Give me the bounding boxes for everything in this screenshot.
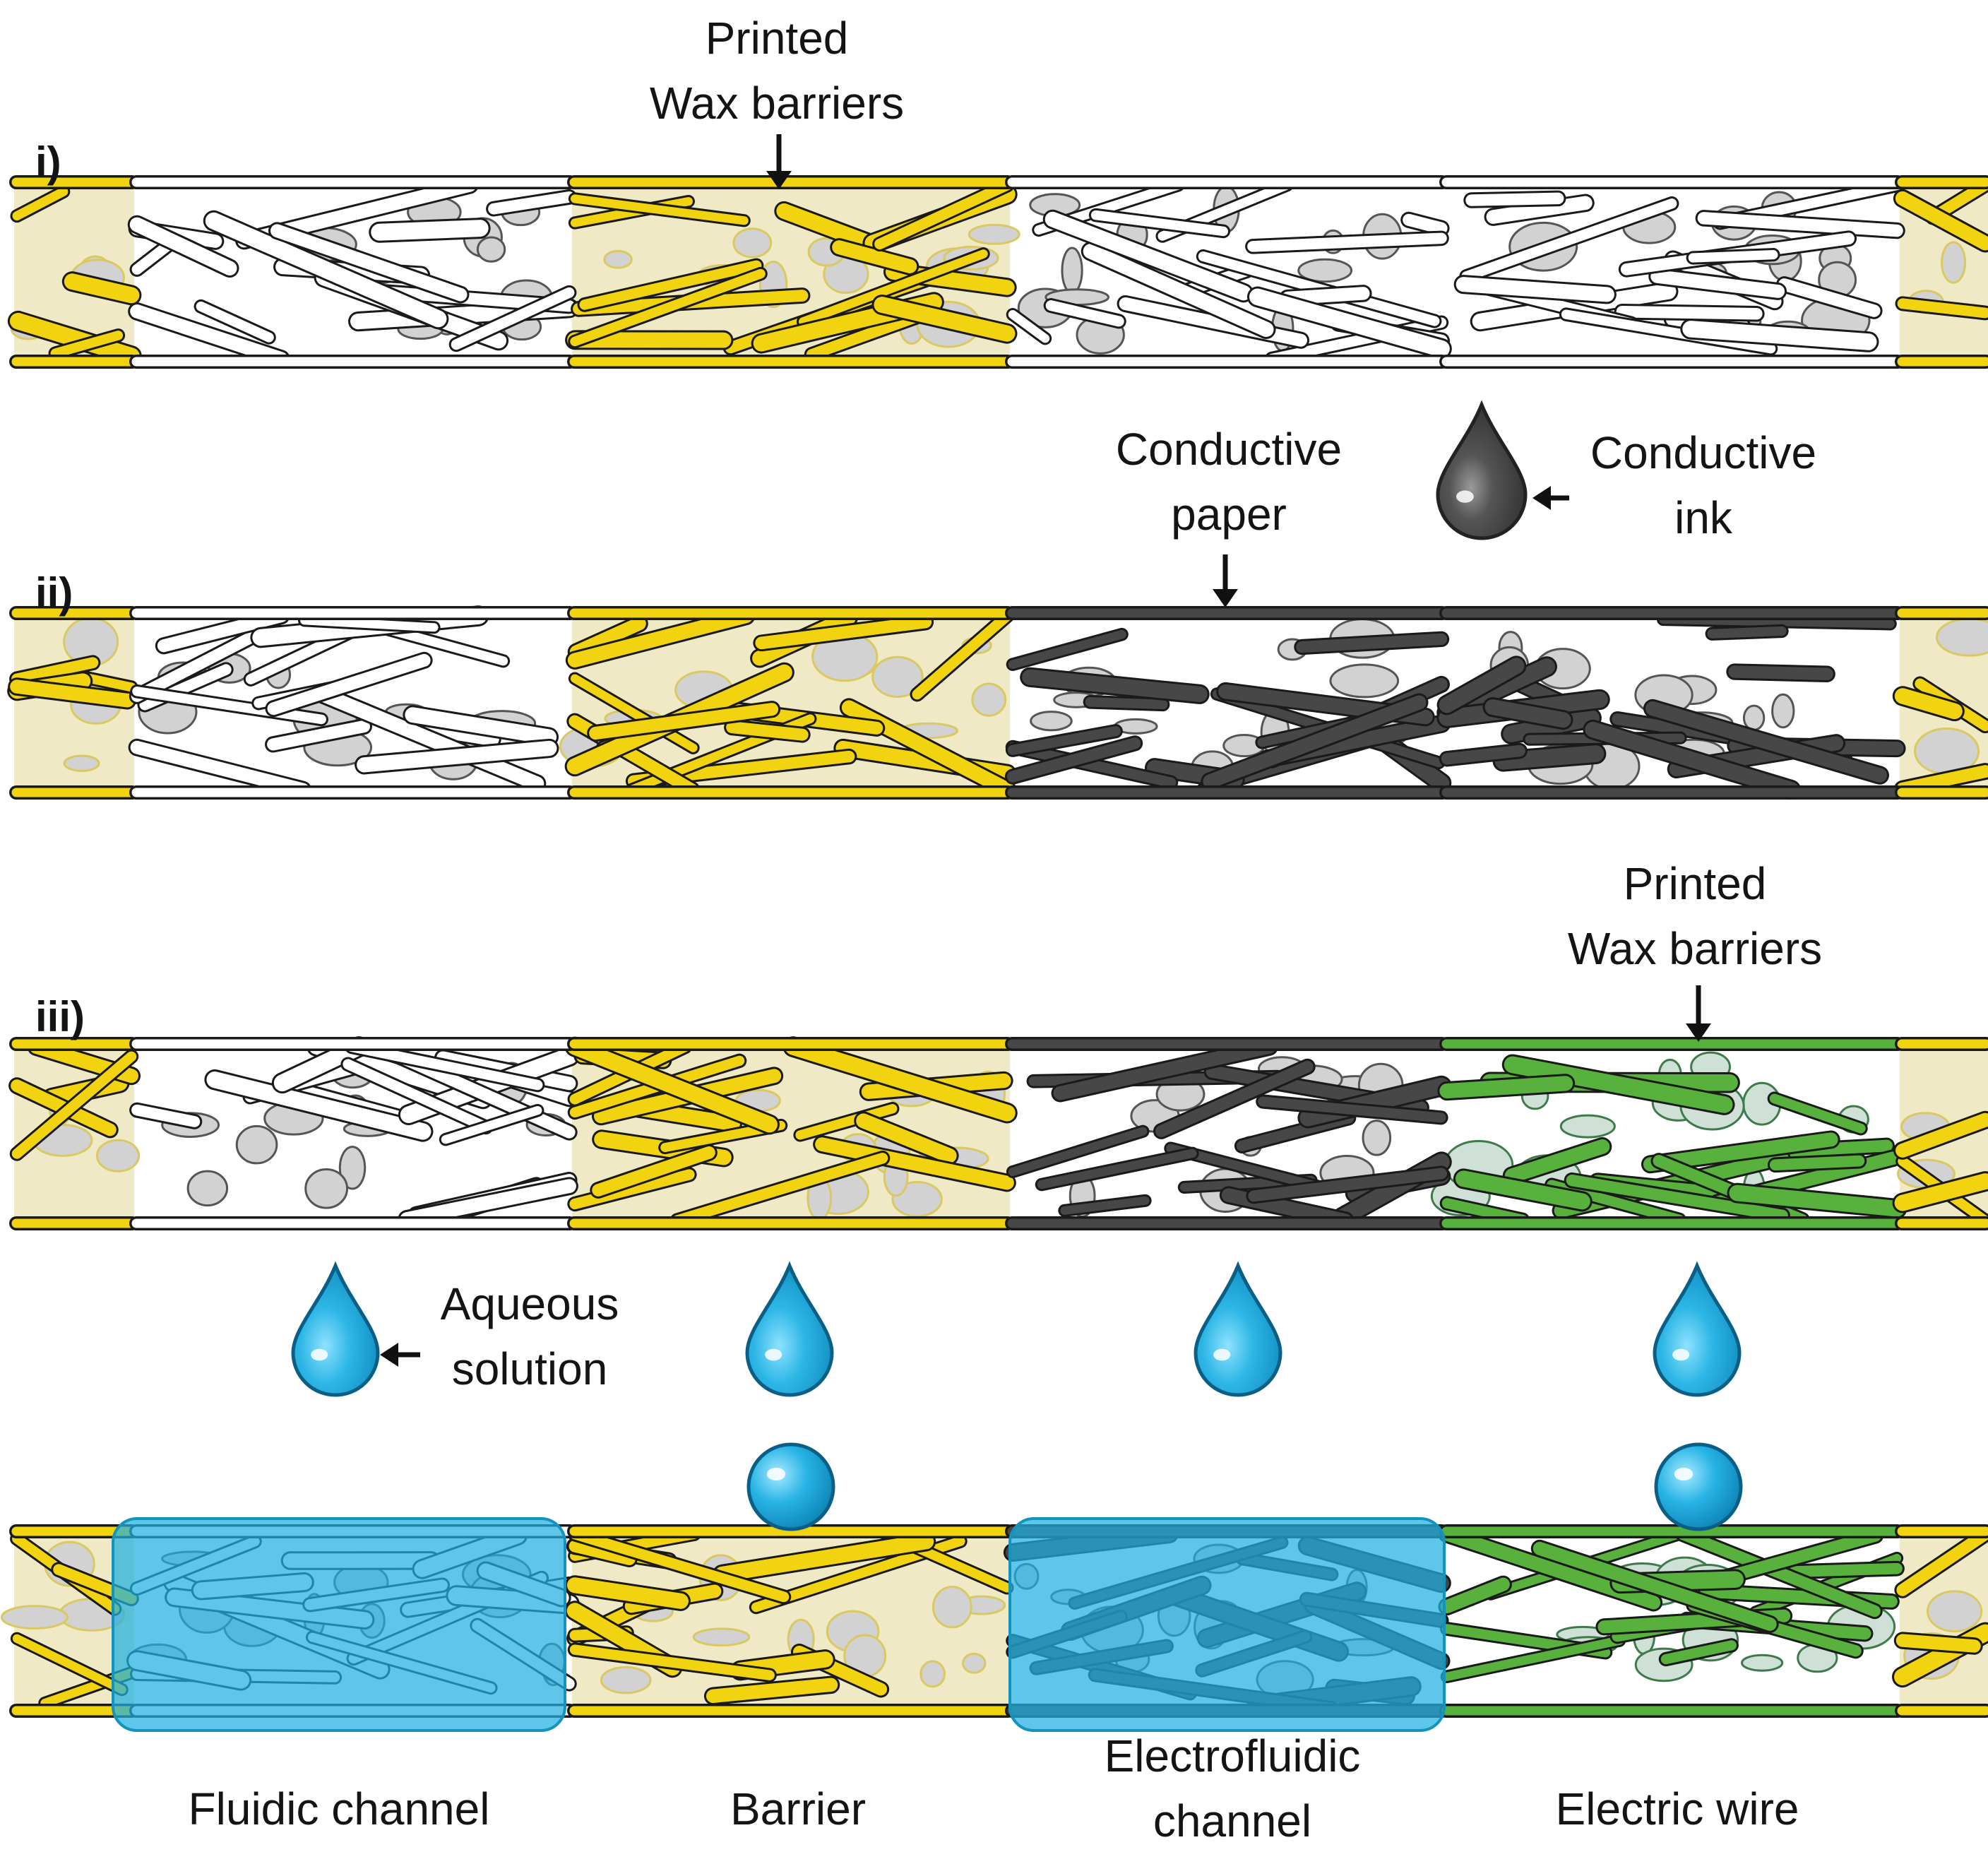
label-barrier: Barrier	[730, 1776, 866, 1841]
fiber	[1712, 631, 1782, 634]
arrow-left-icon	[380, 1343, 420, 1367]
water-droplet-bead-icon	[749, 1444, 833, 1529]
paper-strip	[14, 607, 1988, 798]
pore-blob	[1331, 665, 1398, 697]
fiber	[1409, 220, 1441, 228]
pore-blob	[1561, 1115, 1614, 1137]
pore-blob	[1773, 694, 1794, 727]
fiber	[1472, 198, 1559, 201]
pore-blob	[1942, 242, 1965, 283]
pore-blob	[1, 1606, 67, 1629]
pore-blob	[601, 1667, 650, 1693]
pore-blob	[188, 1171, 227, 1206]
label-fluidic-channel: Fluidic channel	[189, 1776, 490, 1841]
pore-blob	[734, 229, 771, 257]
water-drop-icon	[1655, 1266, 1739, 1395]
water-drop-icon	[1196, 1266, 1280, 1395]
pore-blob	[1062, 248, 1082, 293]
pore-blob	[933, 1587, 971, 1627]
fiber	[1463, 285, 1607, 295]
fluidic-channel-fill	[113, 1519, 565, 1730]
pore-blob	[237, 1126, 277, 1163]
electrofluidic-channel-fill	[1010, 1519, 1444, 1730]
fiber	[1903, 1641, 1974, 1646]
fiber	[1447, 1084, 1566, 1091]
fiber	[1734, 672, 1827, 674]
fiber	[1775, 1161, 1859, 1165]
fiber	[1302, 639, 1441, 647]
ink-drop-icon	[1438, 405, 1525, 538]
pore-blob	[1363, 1121, 1391, 1156]
pore-blob	[1742, 1655, 1782, 1670]
fiber	[1090, 702, 1162, 705]
pore-blob	[64, 756, 99, 771]
water-drop-icon	[747, 1266, 832, 1395]
fiber	[379, 228, 480, 232]
fiber	[1447, 751, 1520, 759]
pore-blob	[1744, 706, 1763, 730]
label-electric-wire: Electric wire	[1556, 1776, 1799, 1841]
arrow-down-icon	[1686, 985, 1711, 1042]
pore-blob	[1031, 712, 1072, 730]
fiber	[1693, 255, 1773, 258]
pore-blob	[963, 1654, 985, 1673]
pore-blob	[477, 237, 504, 261]
water-drop-icon	[293, 1266, 378, 1395]
pore-blob	[605, 251, 631, 268]
step-label-i: i)	[35, 138, 61, 186]
pore-blob	[306, 1169, 347, 1208]
step-label-ii: ii)	[35, 569, 73, 617]
fiber	[1287, 293, 1363, 298]
pore-blob	[694, 1629, 749, 1646]
fiber	[732, 728, 803, 735]
paper-strip	[14, 1038, 1988, 1229]
paper-strip	[11, 177, 1988, 367]
pore-blob	[97, 1140, 139, 1171]
pore-blob	[1928, 1591, 1982, 1632]
pore-blob	[972, 684, 1006, 716]
pore-blob	[1936, 619, 1988, 655]
arrow-left-icon	[1532, 486, 1569, 510]
fiber	[1622, 311, 1756, 314]
water-droplet-bead-icon	[1656, 1444, 1741, 1529]
step-label-iii: iii)	[35, 992, 85, 1041]
arrow-down-icon	[1213, 554, 1238, 607]
pore-blob	[921, 1661, 945, 1687]
fiber	[1794, 1569, 1897, 1572]
pore-blob	[969, 225, 1019, 244]
